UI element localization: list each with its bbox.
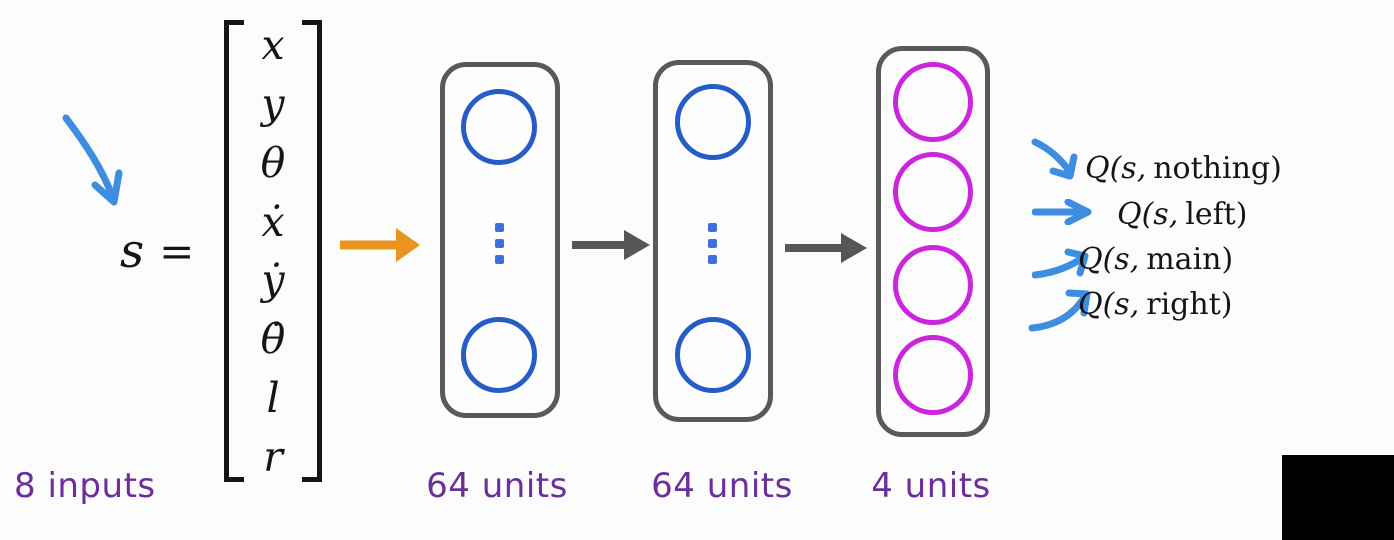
q-value-label-main: Q(s,main)	[1078, 242, 1233, 277]
layer1-units-label: 64 units	[426, 466, 568, 506]
q-action: nothing)	[1153, 151, 1282, 186]
ellipsis-dot-icon	[708, 223, 717, 232]
ellipsis-dot-icon	[495, 223, 504, 232]
ellipsis-dot-icon	[708, 255, 717, 264]
vector-element-y: y	[261, 79, 285, 128]
curve-up-right-strong-arrow-icon	[1028, 289, 1091, 332]
neuron-icon	[461, 317, 537, 393]
q-action: left)	[1185, 197, 1248, 232]
q-value-label-nothing: Q(s,nothing)	[1085, 151, 1282, 186]
right-arrow-icon	[1032, 199, 1092, 225]
ellipsis-dot-icon	[495, 239, 504, 248]
vector-element-xdot: ẋ	[261, 197, 285, 246]
vector-element-r: r	[263, 432, 283, 481]
neuron-icon	[675, 317, 751, 393]
output-neuron-icon	[893, 335, 973, 415]
state-symbol: s	[120, 224, 145, 279]
layer-arrow-icon	[785, 233, 867, 263]
vector-bracket-left-icon	[224, 20, 244, 482]
output-neuron-icon	[893, 152, 973, 232]
curve-down-right-arrow-icon	[1031, 138, 1078, 180]
state-equation: s =	[120, 224, 194, 279]
input-arrow-icon	[340, 228, 420, 262]
q-prefix: Q(s,	[1117, 197, 1179, 232]
vector-element-x: x	[261, 21, 285, 69]
q-action: right)	[1146, 287, 1233, 322]
vector-element-thetadot: θ̇	[260, 315, 286, 364]
layer3-units-label: 4 units	[871, 466, 991, 506]
layer2-units-label: 64 units	[651, 466, 793, 506]
q-prefix: Q(s,	[1078, 242, 1140, 277]
state-vector: x y θ ẋ ẏ θ̇ l r	[224, 20, 322, 482]
vector-element-ydot: ẏ	[261, 256, 285, 305]
neuron-icon	[675, 84, 751, 160]
video-corner-box	[1282, 455, 1394, 540]
vector-element-l: l	[266, 374, 280, 423]
inputs-count-label: 8 inputs	[14, 466, 156, 506]
ellipsis-dot-icon	[495, 255, 504, 264]
output-neuron-icon	[893, 245, 973, 325]
vector-element-theta: θ	[260, 138, 286, 187]
curve-up-right-arrow-icon	[1032, 248, 1089, 279]
ellipsis-dot-icon	[708, 239, 717, 248]
hidden-layer-2	[653, 60, 773, 422]
q-value-label-right: Q(s,right)	[1078, 287, 1232, 322]
vector-elements: x y θ ẋ ẏ θ̇ l r	[239, 20, 307, 482]
layer-arrow-icon	[572, 230, 650, 260]
hidden-layer-1	[440, 62, 560, 418]
output-neuron-icon	[893, 62, 973, 142]
output-layer	[876, 46, 990, 437]
annotation-arrow-icon	[62, 114, 123, 206]
q-prefix: Q(s,	[1078, 287, 1140, 322]
q-prefix: Q(s,	[1085, 151, 1147, 186]
vector-bracket-right-icon	[302, 20, 322, 482]
q-action: main)	[1146, 242, 1234, 277]
q-value-label-left: Q(s,left)	[1117, 197, 1247, 232]
neuron-icon	[461, 89, 537, 165]
equals-sign: =	[159, 227, 195, 276]
